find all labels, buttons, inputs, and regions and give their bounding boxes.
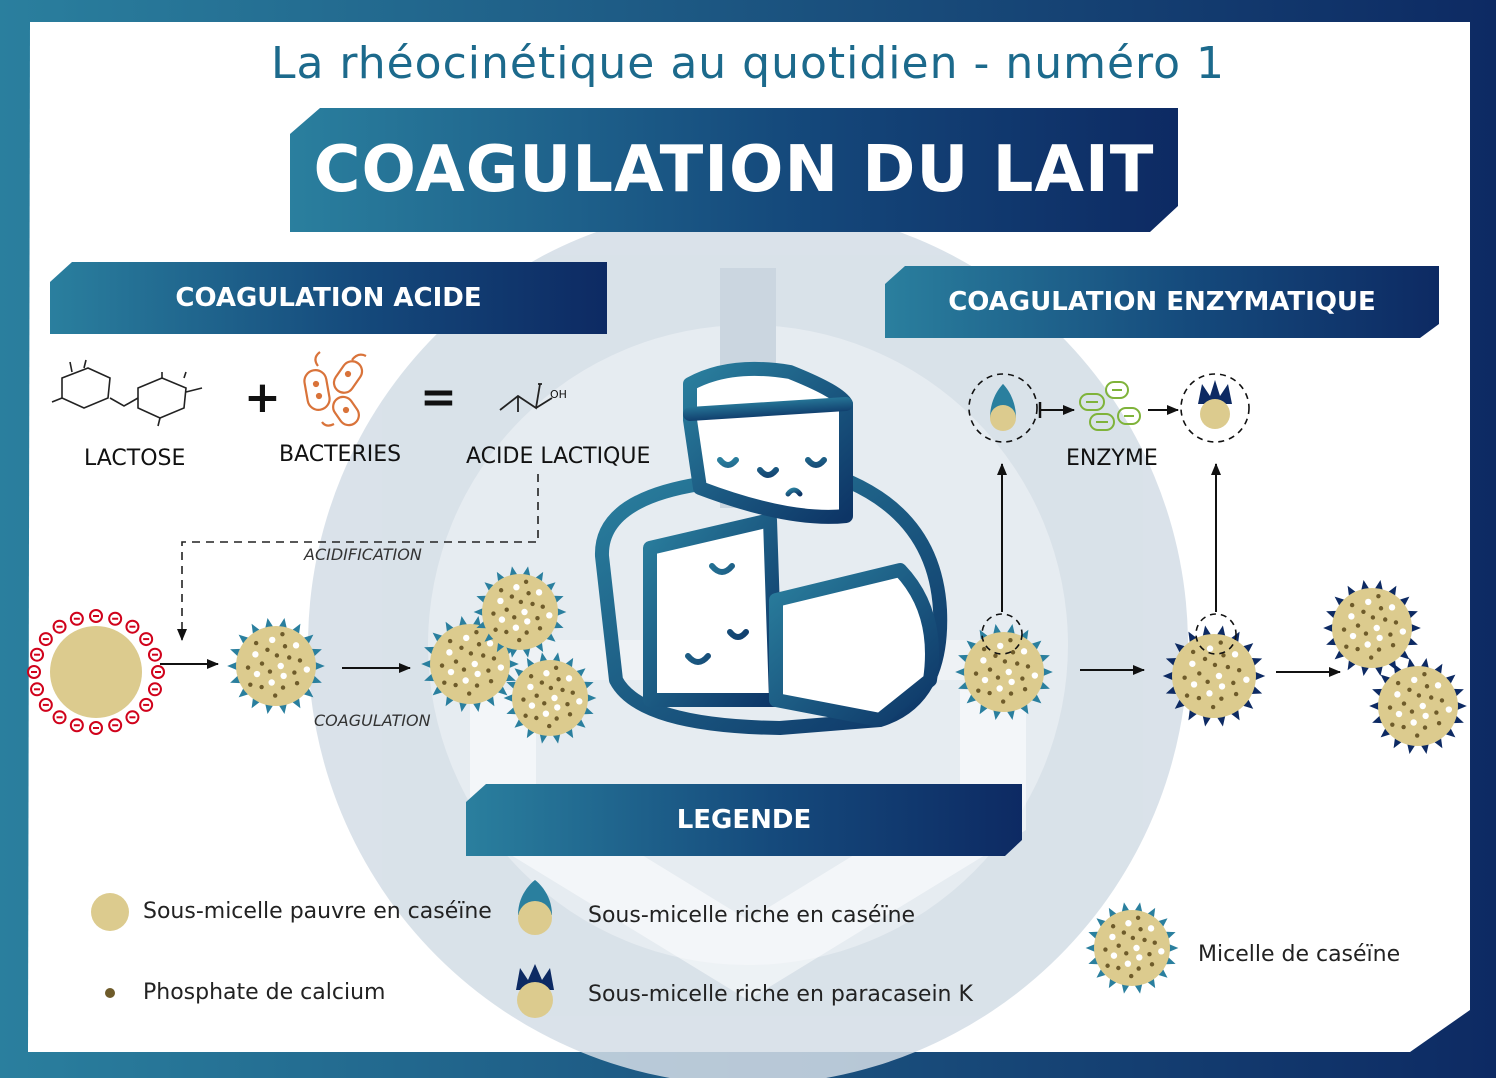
- negative-charge-icon: [69, 718, 84, 733]
- legend-rich-submicelle-icon: [518, 880, 552, 935]
- negative-charge-icon: [108, 611, 123, 626]
- bacteria-label: BACTERIES: [279, 442, 402, 467]
- section-enzymatic-title: COAGULATION ENZYMATIQUE: [948, 287, 1376, 317]
- paracasein-submicelle-icon: [1198, 380, 1232, 429]
- lactic-acid-label: ACIDE LACTIQUE: [466, 444, 651, 469]
- negative-charge-icon: [89, 609, 103, 623]
- cheese-illustration: [595, 361, 948, 735]
- casein-micelle-icon: [227, 617, 325, 715]
- coagulation-label: COAGULATION: [314, 711, 431, 730]
- negative-charge-icon: [27, 665, 41, 679]
- plus-sign: +: [244, 372, 281, 423]
- acidification-label: ACIDIFICATION: [304, 545, 422, 564]
- lactose-molecule-icon: [51, 359, 203, 427]
- acid-banner-shape: [50, 262, 607, 334]
- negative-charge-icon: [147, 647, 162, 662]
- enzyme-icon: [1079, 381, 1141, 431]
- legend-paracasein-submicelle: Sous-micelle riche en paracasein K: [588, 982, 973, 1007]
- lactic-acid-molecule-icon: [499, 383, 553, 412]
- micelle-group: [227, 566, 1467, 994]
- negative-charge-icon: [139, 697, 154, 712]
- title-banner-shape: [290, 108, 1178, 232]
- rich-submicelle-icon: [990, 384, 1016, 431]
- bacteria-icon: [303, 351, 367, 427]
- casein-micelle-icon: [1323, 579, 1421, 677]
- enzyme-label: ENZYME: [1066, 446, 1158, 471]
- section-legend-title: LEGENDE: [676, 805, 812, 835]
- negative-charge-icon: [147, 682, 162, 697]
- negative-charge-icon: [52, 619, 67, 634]
- legend-poor-submicelle-icon: [91, 893, 129, 931]
- negative-charge-icon: [30, 682, 45, 697]
- legend-paracasein-icon: [516, 964, 554, 1018]
- legend-casein-micelle: Micelle de caséïne: [1198, 942, 1401, 967]
- negative-charge-icon: [151, 665, 165, 679]
- negative-charge-icon: [139, 632, 154, 647]
- negative-charge-icon: [38, 632, 53, 647]
- charged-micelle-icon: [27, 609, 165, 735]
- oh-label: OH: [550, 388, 567, 401]
- casein-micelle-icon: [503, 652, 597, 744]
- legend-banner-shape: [466, 784, 1022, 856]
- page-title: COAGULATION DU LAIT: [313, 133, 1155, 207]
- casein-micelle-icon: [1085, 902, 1179, 994]
- subtitle: La rhéocinétique au quotidien - numéro 1: [270, 38, 1226, 89]
- zoom-circles: [968, 373, 1250, 655]
- negative-charge-icon: [108, 718, 123, 733]
- casein-micelle-icon: [1369, 657, 1467, 755]
- negative-charge-icon: [125, 710, 140, 725]
- negative-charge-icon: [38, 697, 53, 712]
- casein-micelle-icon: [1162, 625, 1266, 727]
- section-acid-title: COAGULATION ACIDE: [175, 283, 482, 313]
- negative-charge-icon: [30, 647, 45, 662]
- equals-sign: =: [420, 372, 457, 423]
- negative-charge-icon: [89, 721, 103, 735]
- negative-charge-icon: [69, 611, 84, 626]
- legend-phosphate-icon: [105, 988, 115, 998]
- legend-poor-submicelle: Sous-micelle pauvre en caséïne: [143, 899, 492, 924]
- lactose-label: LACTOSE: [84, 446, 186, 471]
- negative-charge-icon: [125, 619, 140, 634]
- negative-charge-icon: [52, 710, 67, 725]
- enz-banner-shape: [885, 266, 1439, 338]
- acidification-path: [177, 474, 539, 641]
- casein-micelle-icon: [473, 566, 567, 658]
- legend-calcium-phosphate: Phosphate de calcium: [143, 980, 386, 1005]
- legend-rich-submicelle: Sous-micelle riche en caséïne: [588, 903, 916, 928]
